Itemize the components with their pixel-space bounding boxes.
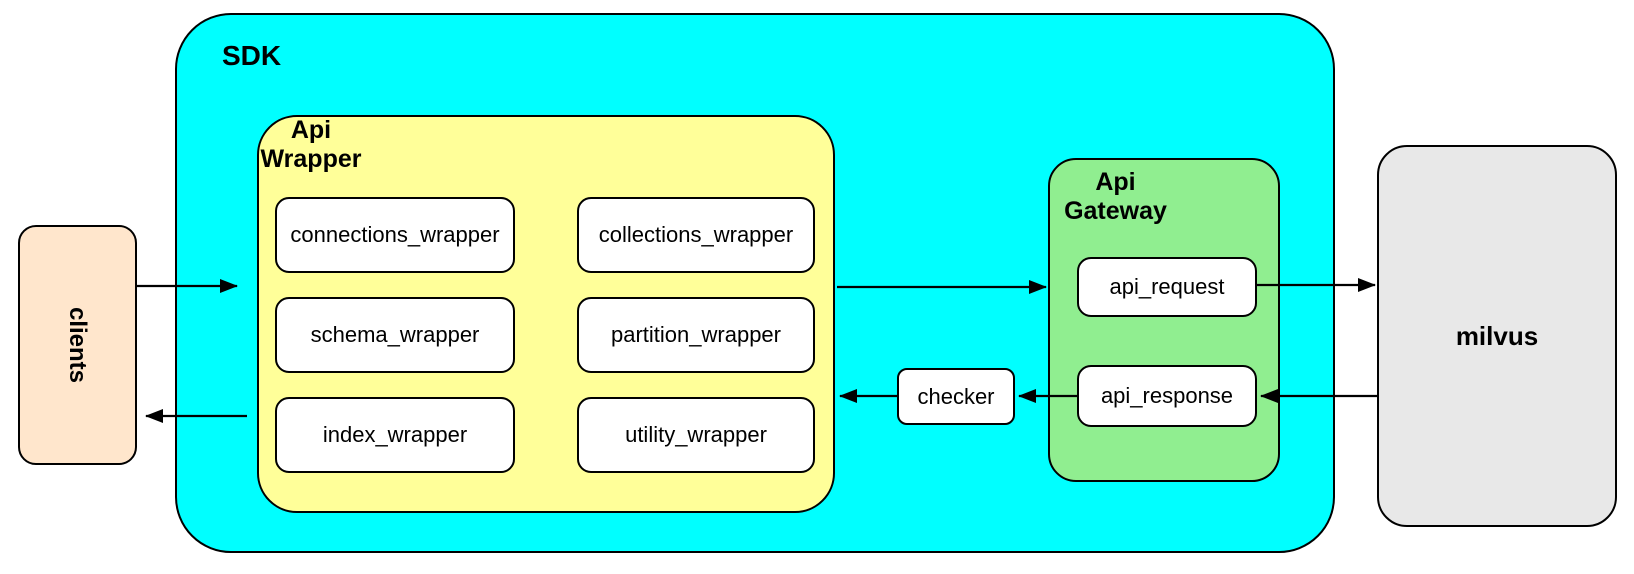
api-request-node: api_request [1077, 257, 1257, 317]
clients-node: clients [18, 225, 137, 465]
module-collections-wrapper: collections_wrapper [577, 197, 815, 273]
module-partition-wrapper: partition_wrapper [577, 297, 815, 373]
api-wrapper-label-line2: Wrapper [260, 144, 362, 173]
api-gateway-label: Api Gateway [1053, 168, 1178, 226]
checker-node: checker [897, 368, 1015, 425]
api-response-node: api_response [1077, 365, 1257, 427]
api-gateway-container [1048, 158, 1280, 482]
api-wrapper-label-line1: Api [290, 116, 332, 144]
api-gateway-label-line2: Gateway [1064, 196, 1167, 225]
module-utility-wrapper: utility_wrapper [577, 397, 815, 473]
api-wrapper-label: Api Wrapper [256, 116, 366, 174]
module-index-wrapper: index_wrapper [275, 397, 515, 473]
sdk-label: SDK [222, 40, 282, 71]
milvus-node: milvus [1377, 145, 1617, 527]
module-connections-wrapper: connections_wrapper [275, 197, 515, 273]
module-schema-wrapper: schema_wrapper [275, 297, 515, 373]
api-gateway-label-line1: Api [1095, 168, 1136, 196]
clients-label: clients [64, 306, 92, 384]
